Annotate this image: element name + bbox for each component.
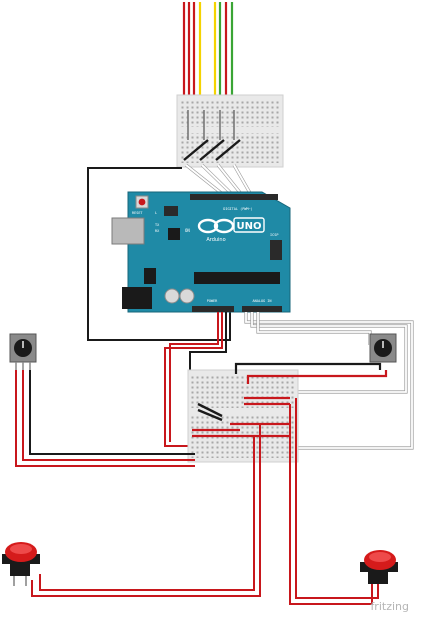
board-model-label: UNO bbox=[237, 221, 262, 232]
potentiometer-left bbox=[9, 333, 37, 370]
black-loop-wire bbox=[87, 167, 231, 341]
atmega-chip bbox=[194, 272, 280, 284]
digital-label: DIGITAL (PWM~) bbox=[223, 207, 253, 211]
button-wires bbox=[31, 398, 379, 605]
tx-label: TX bbox=[155, 223, 160, 227]
arduino-logo bbox=[197, 218, 235, 234]
capacitor-1 bbox=[164, 288, 180, 304]
analog-header bbox=[242, 306, 282, 312]
power-header bbox=[192, 306, 234, 312]
icsp-header bbox=[270, 240, 282, 260]
analog-label: ANALOG IN bbox=[253, 299, 272, 303]
breadboard-bottom bbox=[187, 362, 388, 463]
rx-label: RX bbox=[155, 229, 160, 233]
l-label: L bbox=[155, 211, 157, 215]
potentiometer-left-wires bbox=[15, 370, 195, 467]
board-brand-label: Arduino bbox=[206, 237, 225, 243]
on-label: ON bbox=[185, 228, 190, 233]
digital-header bbox=[190, 194, 278, 200]
icsp-label: ICSP bbox=[270, 233, 278, 237]
icsp-header-2 bbox=[164, 206, 178, 216]
power-label: POWER bbox=[207, 299, 218, 303]
ribbon-wires bbox=[182, 2, 234, 110]
arduino-uno-board: UNO Arduino DIGITAL (PWM~) ANALOG IN POW… bbox=[111, 191, 291, 313]
power-wires bbox=[164, 312, 227, 447]
usb-chip bbox=[168, 228, 180, 240]
capacitor-2 bbox=[179, 288, 195, 304]
potentiometer-right bbox=[369, 333, 397, 363]
reset-label: RESET bbox=[132, 211, 143, 215]
power-jack bbox=[122, 287, 152, 309]
regulator bbox=[144, 268, 156, 284]
breadboard-top bbox=[176, 94, 284, 168]
push-button-left bbox=[2, 542, 40, 586]
usb-port bbox=[111, 217, 145, 245]
push-button-right bbox=[360, 550, 398, 584]
fritzing-watermark: fritzing bbox=[370, 600, 409, 613]
